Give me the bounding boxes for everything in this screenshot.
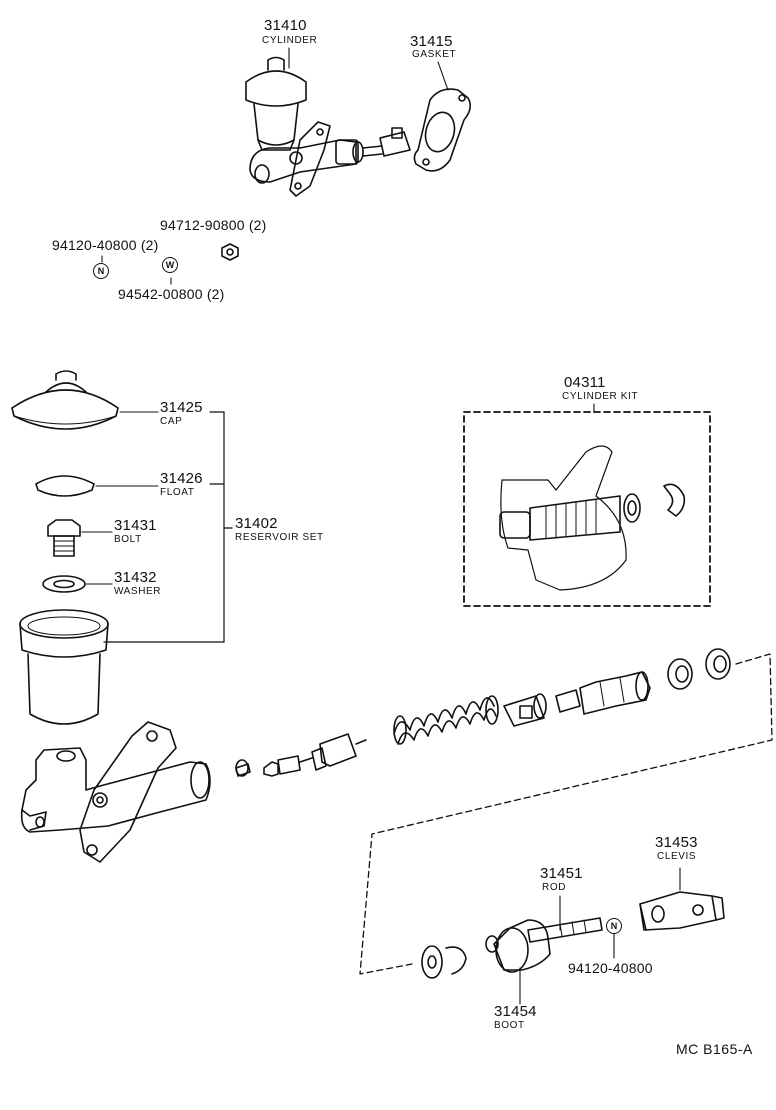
- part-name-cap: CAP: [160, 416, 183, 427]
- part-number-31426: 31426: [160, 470, 203, 487]
- nut-symbol-n-bottom: N: [606, 918, 622, 934]
- master-cylinder-body-drawing: [20, 721, 211, 863]
- part-name-cylinder: CYLINDER: [262, 35, 318, 46]
- gasket-drawing: [413, 88, 472, 172]
- push-rod-group-drawing: [421, 891, 725, 979]
- part-number-31402: 31402: [235, 515, 278, 532]
- part-number-94542-00800: 94542-00800 (2): [118, 286, 225, 302]
- internal-parts-drawing: [235, 648, 731, 777]
- relation-dashed-line: [359, 653, 773, 975]
- reservoir-set-bracket: [103, 411, 233, 643]
- part-number-31432: 31432: [114, 569, 157, 586]
- part-name-rod: ROD: [542, 882, 567, 893]
- leader-lines: [81, 47, 681, 1005]
- washer-symbol-w: W: [162, 257, 178, 273]
- part-number-04311: 04311: [564, 374, 606, 391]
- part-name-bolt: BOLT: [114, 534, 142, 545]
- bolt-drawing: [47, 519, 81, 557]
- part-name-cylinder-kit: CYLINDER KIT: [562, 391, 639, 402]
- part-number-31453: 31453: [655, 834, 698, 851]
- washer-drawing: [42, 575, 86, 593]
- cylinder-kit-box: [463, 411, 711, 607]
- part-number-31431: 31431: [114, 517, 157, 534]
- reservoir-cap-drawing: [11, 370, 119, 430]
- part-number-31415: 31415: [410, 33, 453, 50]
- part-name-gasket: GASKET: [412, 49, 457, 60]
- cylinder-assembly-drawing: [245, 56, 411, 197]
- part-number-31410: 31410: [264, 17, 307, 34]
- part-number-31454: 31454: [494, 1003, 537, 1020]
- part-number-31451: 31451: [540, 865, 583, 882]
- part-name-washer: WASHER: [114, 586, 162, 597]
- part-number-94120-40800-bottom: 94120-40800: [568, 960, 653, 976]
- nut-94712-drawing: [221, 243, 239, 261]
- nut-symbol-n-top: N: [93, 263, 109, 279]
- part-number-31425: 31425: [160, 399, 203, 416]
- part-name-boot: BOOT: [494, 1020, 525, 1031]
- part-number-94712-90800: 94712-90800 (2): [160, 217, 267, 233]
- part-name-float: FLOAT: [160, 487, 195, 498]
- part-number-94120-40800-top: 94120-40800 (2): [52, 237, 159, 253]
- diagram-code: MC B165-A: [676, 1041, 753, 1057]
- float-drawing: [35, 475, 95, 497]
- reservoir-body-drawing: [19, 609, 109, 725]
- part-name-reservoir-set: RESERVOIR SET: [235, 532, 324, 543]
- part-name-clevis: CLEVIS: [657, 851, 697, 862]
